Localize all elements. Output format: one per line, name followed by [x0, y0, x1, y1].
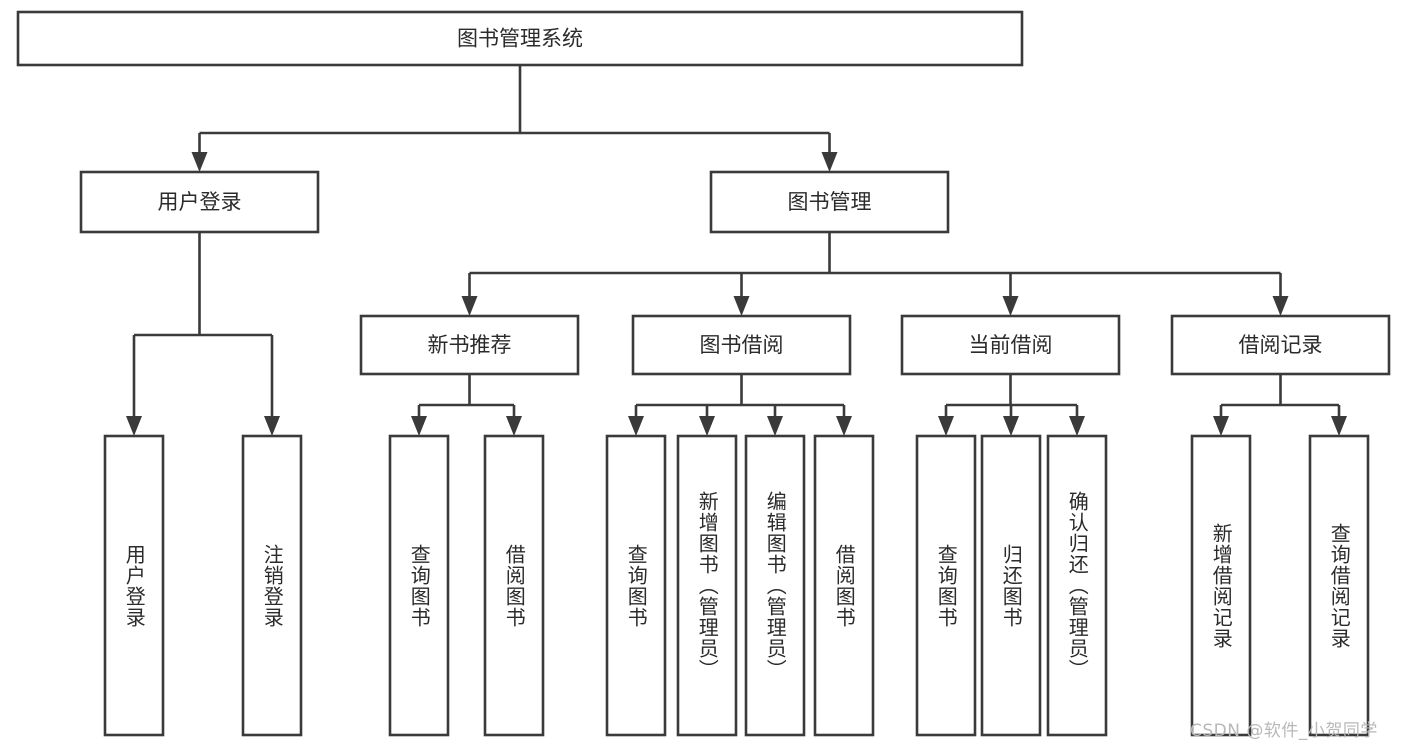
- arrow-head-icon: [1069, 416, 1085, 436]
- arrow-head-icon: [1002, 296, 1019, 316]
- arrow-head-icon: [264, 416, 280, 436]
- box-layer: [16, 10, 1391, 737]
- node-10-编辑图书管理员[interactable]: [744, 434, 806, 737]
- arrow-head-icon: [733, 296, 750, 316]
- node-root-book-system[interactable]: [16, 10, 1024, 67]
- node-16-借阅记录[interactable]: [1170, 314, 1391, 376]
- arrow-head-icon: [1213, 416, 1229, 436]
- arrow-head-icon: [1003, 416, 1019, 436]
- node-7-图书借阅-label: 图书借阅: [700, 333, 784, 357]
- arrow-head-icon: [411, 416, 427, 436]
- node-6-借阅图书[interactable]: [483, 434, 545, 737]
- node-root-book-system-label: 图书管理系统: [457, 27, 583, 51]
- node-13-查询图书[interactable]: [915, 434, 977, 737]
- node-2-用户登录[interactable]: [103, 434, 165, 737]
- arrow-head-icon: [506, 416, 522, 436]
- node-17-新增借阅记录[interactable]: [1190, 434, 1252, 737]
- arrow-head-icon: [767, 416, 783, 436]
- node-12-当前借阅-label: 当前借阅: [969, 333, 1053, 357]
- arrow-head-icon: [461, 296, 478, 316]
- arrow-head-icon: [699, 416, 715, 436]
- connector-layer: [126, 65, 1347, 436]
- arrow-head-icon: [191, 152, 208, 172]
- arrow-head-icon: [1331, 416, 1347, 436]
- node-16-借阅记录-label: 借阅记录: [1239, 333, 1323, 357]
- node-18-查询借阅记录[interactable]: [1308, 434, 1370, 737]
- node-4-新书推荐-label: 新书推荐: [428, 333, 512, 357]
- node-3-注销登录[interactable]: [241, 434, 303, 737]
- arrow-head-icon: [126, 416, 142, 436]
- node-1-图书管理-label: 图书管理: [788, 190, 872, 214]
- arrow-head-icon: [938, 416, 954, 436]
- node-4-新书推荐[interactable]: [359, 314, 580, 376]
- node-9-新增图书管理员[interactable]: [676, 434, 738, 737]
- arrow-head-icon: [821, 152, 838, 172]
- node-0-用户登录-label: 用户登录: [158, 190, 242, 214]
- node-1-图书管理[interactable]: [709, 170, 950, 234]
- node-0-用户登录[interactable]: [79, 170, 320, 234]
- node-5-查询图书[interactable]: [388, 434, 450, 737]
- arrow-head-icon: [836, 416, 852, 436]
- node-12-当前借阅[interactable]: [900, 314, 1121, 376]
- node-8-查询图书[interactable]: [605, 434, 667, 737]
- arrow-head-icon: [628, 416, 644, 436]
- node-14-归还图书[interactable]: [980, 434, 1042, 737]
- node-15-确认归还管理员[interactable]: [1046, 434, 1108, 737]
- arrow-head-icon: [1272, 296, 1289, 316]
- watermark-text: CSDN @软件_小贺同学: [1190, 721, 1378, 741]
- node-7-图书借阅[interactable]: [631, 314, 852, 376]
- node-11-借阅图书[interactable]: [813, 434, 875, 737]
